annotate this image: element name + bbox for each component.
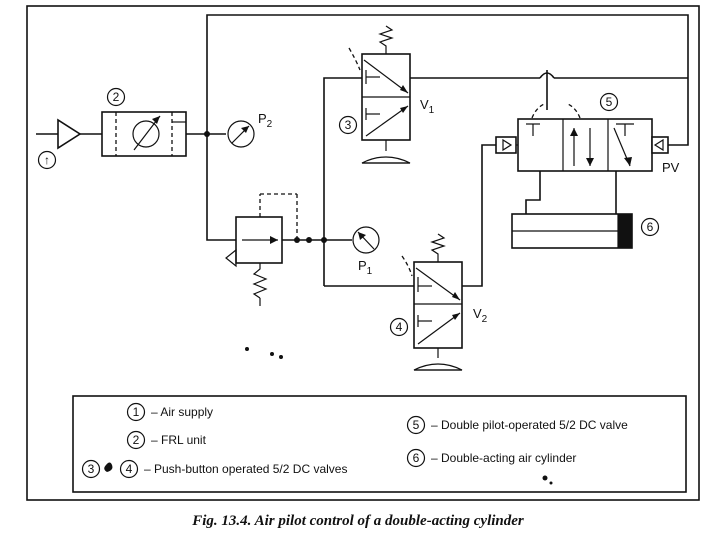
pressure-gauge-p2 bbox=[227, 120, 255, 148]
regulator-feed-line bbox=[206, 134, 236, 241]
pv-output-a bbox=[525, 171, 541, 214]
svg-text:2: 2 bbox=[113, 90, 120, 104]
legend-box bbox=[72, 395, 687, 493]
svg-text:6: 6 bbox=[647, 220, 654, 234]
svg-text:– FRL unit: – FRL unit bbox=[151, 433, 207, 447]
pilot-valve-pv bbox=[495, 103, 669, 172]
valve-v1 bbox=[348, 25, 411, 164]
air-supply-symbol bbox=[36, 118, 102, 150]
svg-text:4: 4 bbox=[126, 462, 133, 476]
regulator-junction-a bbox=[294, 237, 300, 243]
v2-output-line bbox=[462, 144, 496, 287]
legend-item-5: 5 – Double pilot-operated 5/2 DC valve bbox=[406, 415, 628, 435]
figure-caption: Fig. 13.4. Air pilot control of a double… bbox=[191, 513, 524, 529]
svg-text:– Push-button operated 5/2 DC: – Push-button operated 5/2 DC valves bbox=[144, 462, 347, 476]
svg-text:5: 5 bbox=[606, 95, 613, 109]
valve-v1-marker: 3 bbox=[338, 115, 358, 135]
svg-text:↑: ↑ bbox=[44, 153, 50, 167]
pv-label: PV bbox=[662, 160, 680, 175]
svg-text:1: 1 bbox=[133, 405, 140, 419]
valve-v2-marker: 4 bbox=[389, 317, 409, 337]
svg-text:6: 6 bbox=[413, 451, 420, 465]
svg-text:3: 3 bbox=[345, 118, 352, 132]
legend-item-6: 6 – Double-acting air cylinder bbox=[406, 448, 576, 468]
svg-text:3: 3 bbox=[88, 462, 95, 476]
cylinder-marker: 6 bbox=[640, 217, 660, 237]
top-supply-loop bbox=[206, 14, 689, 146]
gauge-p2-label: P2 bbox=[258, 111, 273, 130]
svg-text:5: 5 bbox=[413, 418, 420, 432]
frl-unit bbox=[101, 111, 187, 157]
valve-v1-label: V1 bbox=[420, 97, 435, 116]
double-acting-cylinder bbox=[511, 213, 633, 249]
air-supply-marker: ↑ bbox=[37, 150, 57, 170]
diagram-frame bbox=[26, 5, 700, 501]
gauge-p1-label: P1 bbox=[358, 258, 373, 277]
regulator-junction-b bbox=[306, 237, 312, 243]
pilot-supply-riser bbox=[323, 77, 362, 286]
pressure-gauge-p1 bbox=[352, 226, 380, 254]
valve-v2-label: V2 bbox=[473, 306, 488, 325]
svg-text:– Double-acting air cylinder: – Double-acting air cylinder bbox=[431, 451, 576, 465]
svg-text:2: 2 bbox=[133, 433, 140, 447]
legend-item-3-4: 3 4 – Push-button operated 5/2 DC valves bbox=[81, 459, 347, 479]
valve-v2 bbox=[401, 233, 463, 371]
svg-text:4: 4 bbox=[396, 320, 403, 334]
legend-item-1: 1 – Air supply bbox=[126, 402, 213, 422]
svg-text:– Double pilot-operated 5/2 D: – Double pilot-operated 5/2 DC valve bbox=[431, 418, 628, 432]
scan-specks bbox=[245, 347, 553, 485]
svg-text:– Air supply: – Air supply bbox=[151, 405, 213, 419]
pressure-regulator bbox=[225, 193, 298, 306]
pv-marker: 5 bbox=[599, 92, 619, 112]
frl-marker: 2 bbox=[106, 87, 126, 107]
legend-item-2: 2 – FRL unit bbox=[126, 430, 207, 450]
